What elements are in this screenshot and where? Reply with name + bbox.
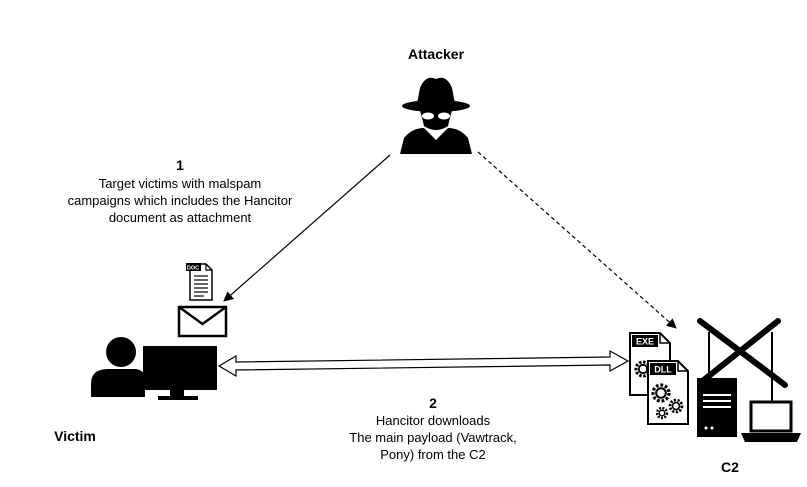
step-2-line-1: Hancitor downloads: [375, 413, 491, 428]
step-1-line-2: campaigns which includes the Hancitor: [67, 193, 293, 208]
server-icon: [697, 378, 737, 437]
step-1-line-1: Target victims with malspam: [98, 176, 262, 191]
document-icon: [186, 263, 213, 301]
gear-icon: [655, 406, 669, 420]
step-2-number: 2: [429, 395, 437, 411]
gear-icon: [651, 383, 671, 403]
arrow-attacker-to-c2: [477, 151, 677, 329]
gear-icon: [668, 398, 684, 414]
c2-label: C2: [721, 459, 739, 475]
step-2-line-2: The main payload (Vawtrack,: [349, 430, 517, 445]
crossed-beams-icon: [697, 318, 788, 402]
attacker-label: Attacker: [407, 46, 465, 62]
step-1-number: 1: [176, 157, 184, 173]
laptop-icon: [741, 400, 801, 442]
doc-file-label: DOC: [187, 266, 199, 272]
spy-icon: [400, 77, 472, 154]
step-1-line-3: document as attachment: [108, 210, 252, 225]
exe-file-label: EXE: [636, 337, 654, 347]
user-icon: [91, 337, 145, 397]
arrow-attacker-to-victim: [223, 154, 391, 302]
dll-file-label: DLL: [654, 365, 672, 375]
monitor-icon: [143, 346, 217, 400]
envelope-icon: [177, 305, 228, 338]
victim-label: Victim: [54, 428, 96, 444]
double-arrow-victim-c2: [217, 349, 630, 378]
step-2-line-3: Pony) from the C2: [380, 447, 486, 462]
